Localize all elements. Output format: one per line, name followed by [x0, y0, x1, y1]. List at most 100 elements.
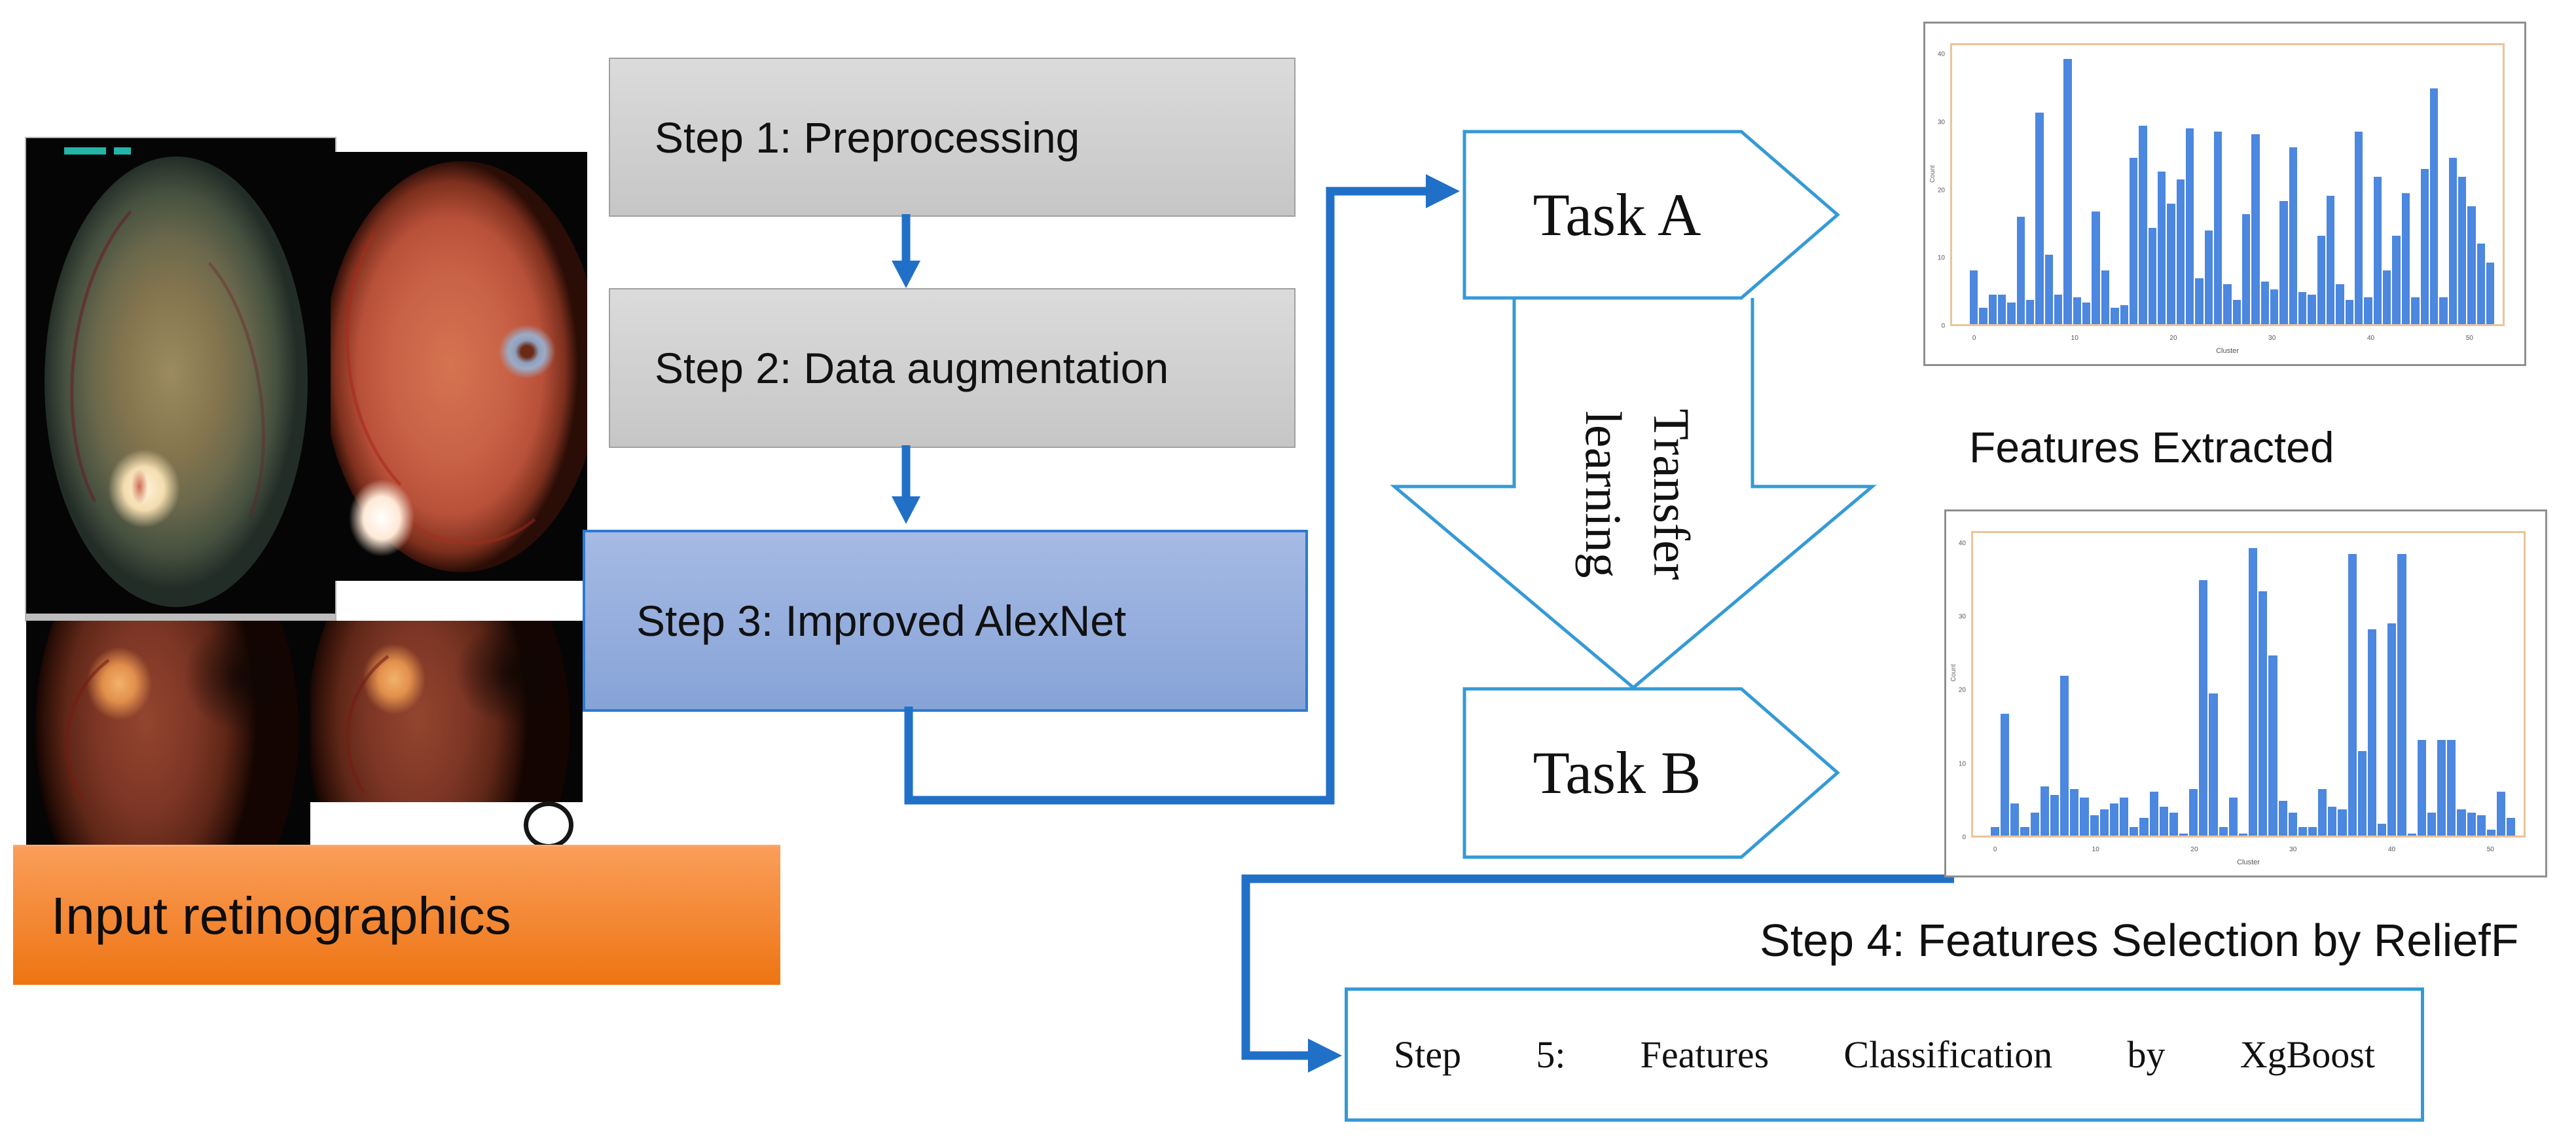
histogram-bar [2467, 206, 2476, 324]
histogram-bar [1970, 270, 1978, 324]
histogram-bar [2308, 295, 2316, 324]
histogram-bar [2338, 809, 2347, 836]
histogram-bar [2001, 713, 2010, 836]
step5-word: 5: [1536, 1033, 1566, 1076]
histogram-bar [2486, 830, 2495, 836]
step5-word: by [2127, 1033, 2166, 1076]
y-tick-label: 10 [1937, 254, 1945, 262]
histogram-bar [2185, 128, 2194, 324]
histogram-bar [2348, 553, 2357, 836]
macula-shadow [454, 621, 572, 726]
histogram-bar [2223, 284, 2232, 324]
histogram-bar [2060, 676, 2069, 836]
histogram-bar [2392, 236, 2401, 324]
task-b-shape [1462, 687, 1840, 859]
histogram-bar [2298, 826, 2307, 836]
histogram-bar [2289, 147, 2298, 324]
histogram-bar [2219, 826, 2228, 836]
arrowhead-taskA [1426, 174, 1460, 208]
histogram-bar [2373, 177, 2382, 324]
retina-image-bottom-left [26, 621, 310, 845]
transfer-learning-label: Transfer learning [1561, 285, 1705, 704]
histogram-bar [2232, 300, 2241, 324]
histogram-bar [2411, 297, 2420, 324]
histogram-bar [2476, 244, 2485, 324]
histogram-bar [2268, 655, 2277, 836]
histogram-bar [2129, 158, 2138, 324]
histogram-bar [2020, 826, 2029, 836]
histogram-bar [2090, 815, 2099, 836]
y-tick-label: 30 [1937, 119, 1945, 126]
step1-label: Step 1: Preprocessing [655, 113, 1080, 162]
histogram-bar [1998, 295, 2006, 324]
histogram-bar [2204, 230, 2213, 324]
histogram-bar [2050, 794, 2059, 836]
histogram-bar [2317, 236, 2326, 324]
histogram-bar [2260, 281, 2269, 324]
histogram-bar [2467, 812, 2476, 836]
x-tick-label: 0 [1972, 335, 1976, 342]
histogram-bar [2149, 792, 2158, 836]
histogram-bar [1979, 308, 1987, 324]
y-tick-label: 0 [1941, 322, 1945, 330]
histogram-bar [2213, 131, 2222, 324]
histogram-bar [2476, 815, 2486, 836]
histogram-bar [2139, 126, 2147, 324]
histogram-bar [2199, 580, 2208, 836]
y-tick-label: 0 [1962, 834, 1966, 841]
image-scale-strip [26, 614, 335, 620]
histogram-bar [2092, 212, 2100, 324]
histogram-bar [2030, 812, 2039, 836]
histogram-bar [2109, 803, 2119, 836]
arrowhead-step2-step3 [892, 496, 920, 524]
retina-image-top-left [25, 137, 336, 621]
connector-step3-taskA [904, 187, 1427, 805]
y-axis-label: Count [1929, 165, 1936, 183]
transfer-line1: Transfer [1643, 409, 1700, 580]
histogram-bar [2007, 303, 2016, 324]
y-tick-label: 40 [1937, 50, 1945, 58]
histogram-bar [2073, 297, 2082, 324]
x-tick-label: 40 [2367, 335, 2375, 342]
macula [489, 316, 565, 388]
step5-word: XgBoost [2240, 1033, 2375, 1076]
histogram-bar [2364, 297, 2372, 324]
histogram-bar [2120, 305, 2128, 324]
histogram-bar [2176, 179, 2185, 324]
histogram-bar [2357, 751, 2367, 836]
histogram-bar [2345, 300, 2354, 324]
x-axis-label: Cluster [2237, 858, 2260, 866]
histogram-bar [2507, 818, 2516, 836]
x-tick-label: 30 [2289, 846, 2297, 853]
histogram-bar [2189, 789, 2198, 836]
optic-disc [86, 647, 152, 720]
histogram-bar [2241, 214, 2251, 324]
arrowhead-step5 [1308, 1039, 1342, 1073]
histogram-bar [2417, 739, 2426, 836]
histogram-bar [2035, 112, 2044, 324]
step5-word: Features [1640, 1033, 1769, 1076]
histogram-bar [2439, 297, 2448, 324]
camera-annotation [114, 147, 131, 155]
task-a-label: Task A [1533, 181, 1701, 248]
histogram-bar [2336, 284, 2344, 324]
histogram-bar [2010, 803, 2020, 836]
features-extracted-caption: Features Extracted [1969, 423, 2334, 471]
step4-caption: Step 4: Features Selection by ReliefF [1760, 915, 2519, 966]
histogram-bar [2355, 131, 2363, 324]
histogram-bar [2054, 295, 2063, 324]
histogram-bar [2427, 812, 2437, 836]
step5-box: Step 5: Features Classification by XgBoo… [1345, 987, 2424, 1122]
histogram-bar [2397, 553, 2406, 836]
transfer-line2: learning [1575, 411, 1632, 578]
histogram-bar [2429, 88, 2439, 324]
histogram-bar [2082, 303, 2091, 324]
task-b-label: Task B [1533, 739, 1701, 806]
histogram-bar [2270, 289, 2279, 324]
step2-box: Step 2: Data augmentation [609, 288, 1296, 448]
